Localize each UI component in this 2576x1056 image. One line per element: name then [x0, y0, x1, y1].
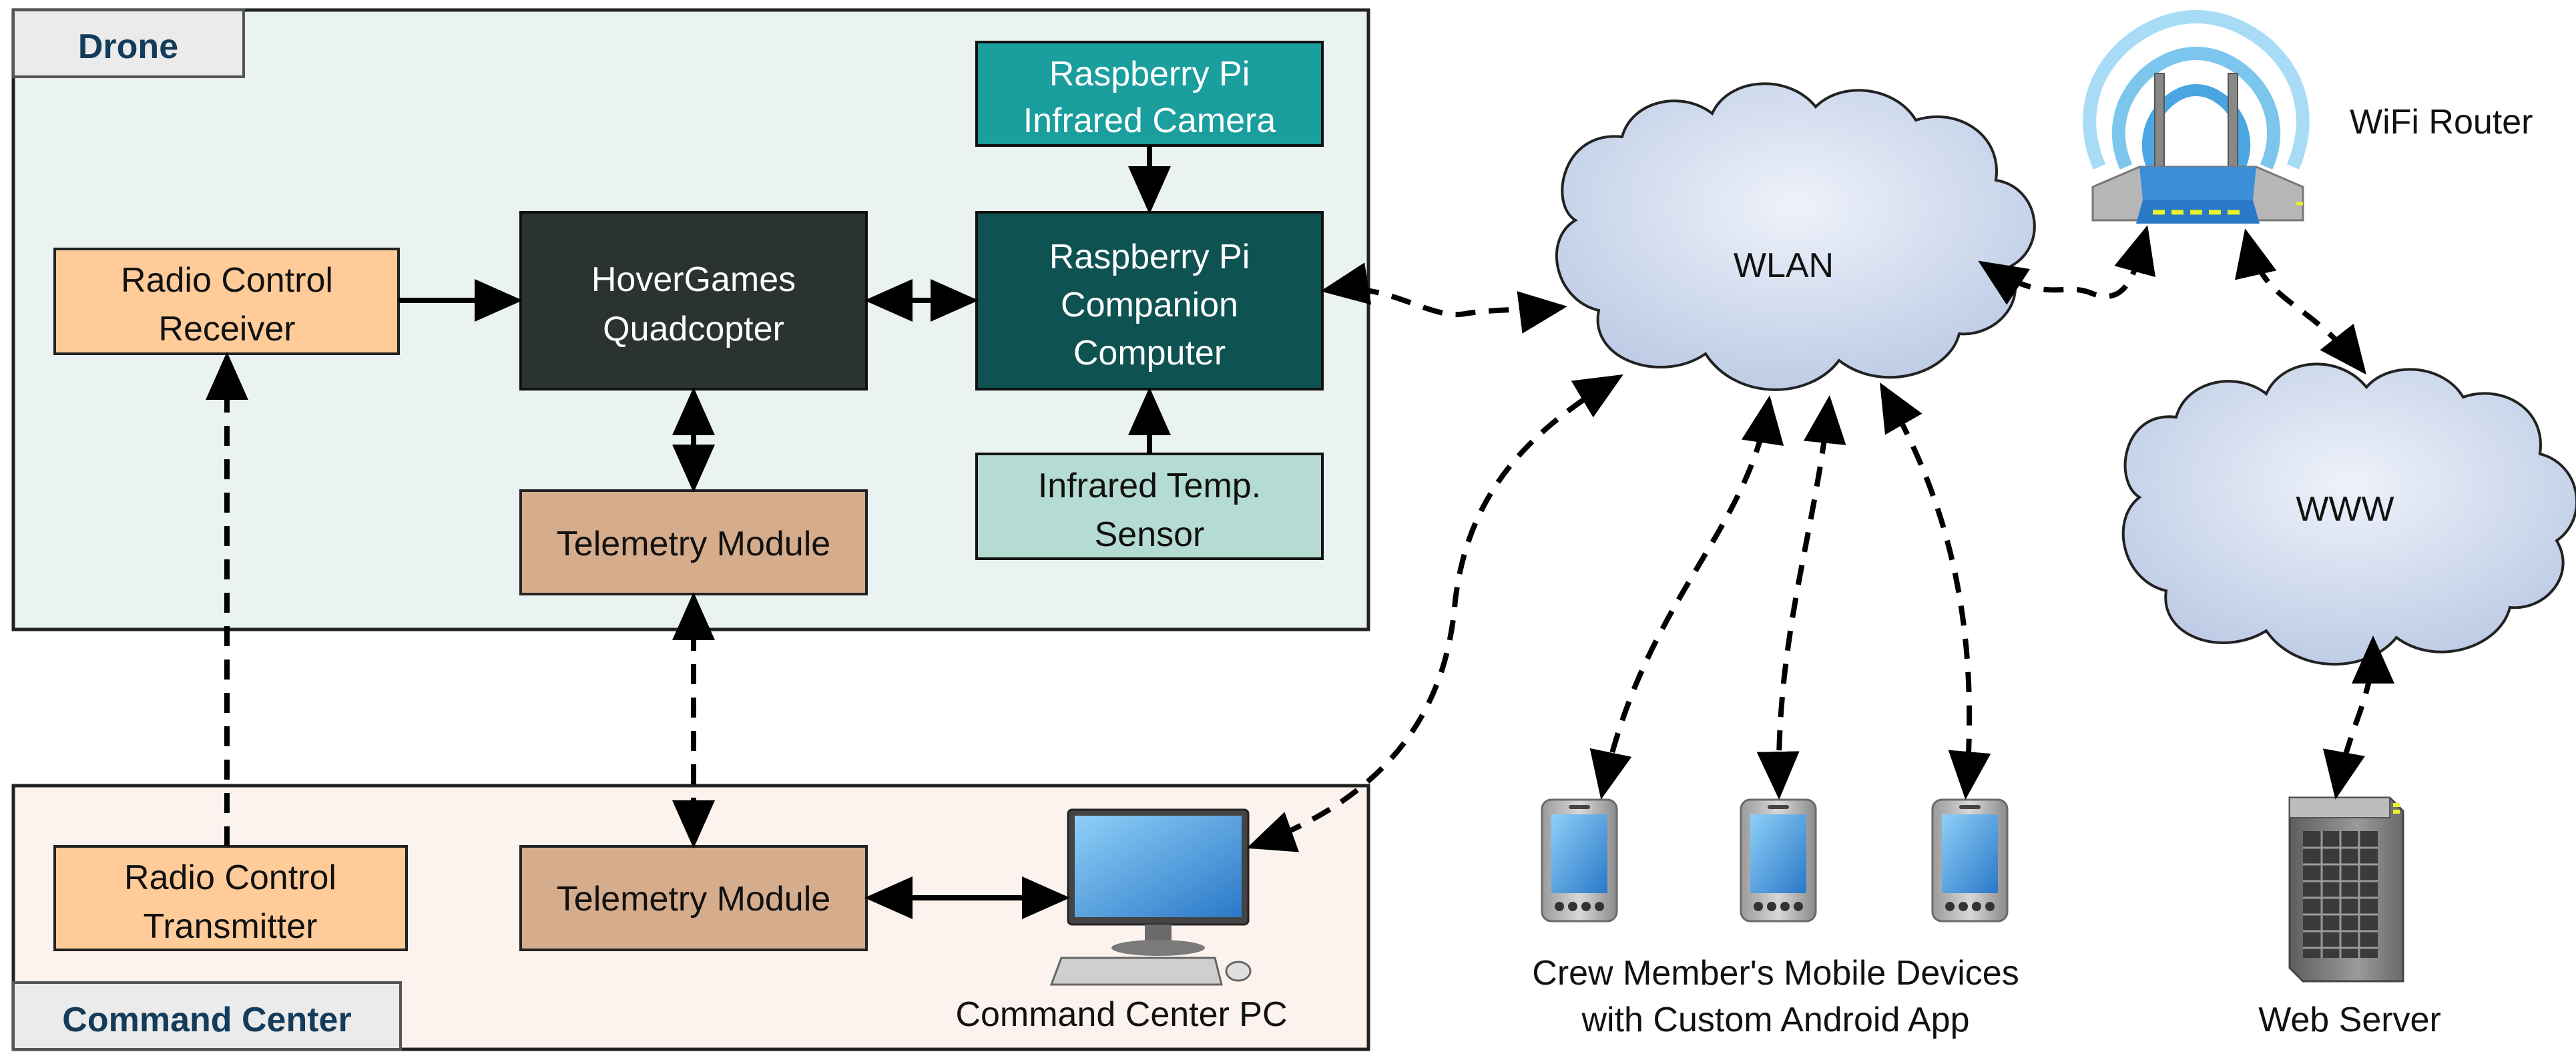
arrow-www-server	[2322, 635, 2394, 800]
rc-receiver-block: Radio Control Receiver	[53, 248, 400, 355]
rc-receiver-label-1: Radio Control	[121, 261, 333, 300]
mobiles-label-2: with Custom Android App	[1581, 1001, 1970, 1039]
sensor-label-2: Sensor	[1095, 515, 1205, 554]
companion-label-2: Companion	[1061, 286, 1238, 324]
telemetry-module-cc-block: Telemetry Module	[519, 845, 868, 951]
connections	[206, 146, 2394, 919]
desktop-computer-icon	[1049, 808, 1252, 986]
server-tower-icon	[2288, 796, 2404, 983]
smartphone-icon	[1740, 798, 1817, 922]
telemetry-module-drone-block: Telemetry Module	[519, 489, 868, 595]
arrow-pc-wlan	[1246, 374, 1623, 852]
arrow-wlan-mobile-1	[1589, 395, 1784, 800]
telemetry-drone-label: Telemetry Module	[557, 525, 830, 563]
wlan-cloud: WLAN	[1555, 82, 2036, 391]
telemetry-cc-label: Telemetry Module	[557, 880, 830, 918]
infrared-sensor-block: Infrared Temp. Sensor	[975, 453, 1324, 560]
wifi-router: WiFi Router	[2083, 9, 2533, 224]
wlan-label: WLAN	[1734, 246, 1834, 285]
quadcopter-label-2: Quadcopter	[603, 310, 784, 348]
drone-panel-title: Drone	[78, 27, 178, 66]
arrow-wlan-mobile-2	[1756, 395, 1846, 800]
command-panel-title: Command Center	[62, 1001, 351, 1039]
www-label: WWW	[2296, 490, 2394, 529]
rc-transmitter-label-2: Transmitter	[144, 907, 318, 946]
camera-block: Raspberry Pi Infrared Camera	[975, 41, 1324, 147]
camera-label-1: Raspberry Pi	[1049, 55, 1250, 93]
command-center-pc: Command Center PC	[955, 808, 1288, 1034]
www-cloud: WWW	[2121, 362, 2576, 666]
mobile-devices: Crew Member's Mobile Devices with Custom…	[1532, 798, 2019, 1039]
rc-receiver-label-2: Receiver	[158, 310, 295, 348]
companion-label-1: Raspberry Pi	[1049, 238, 1250, 276]
wifi-router-icon	[2083, 9, 2310, 224]
pc-label: Command Center PC	[955, 995, 1287, 1034]
camera-label-2: Infrared Camera	[1023, 101, 1276, 140]
arrow-wlan-router	[1978, 225, 2156, 305]
smartphone-icon	[1931, 798, 2009, 922]
quadcopter-block: HoverGames Quadcopter	[519, 211, 868, 390]
mobiles-label-1: Crew Member's Mobile Devices	[1532, 954, 2019, 993]
smartphone-icon	[1541, 798, 1618, 922]
companion-computer-block: Raspberry Pi Companion Computer	[975, 211, 1324, 390]
companion-label-3: Computer	[1073, 334, 1226, 372]
arrow-router-www	[2235, 228, 2366, 375]
web-server-label: Web Server	[2258, 1001, 2441, 1039]
arrow-companion-wlan	[1320, 262, 1567, 334]
arrow-wlan-mobile-3	[1880, 382, 1991, 800]
drone-panel-tab	[12, 9, 245, 78]
wifi-router-label: WiFi Router	[2350, 103, 2533, 142]
quadcopter-label-1: HoverGames	[591, 260, 796, 299]
web-server: Web Server	[2258, 796, 2441, 1039]
rc-transmitter-label-1: Radio Control	[124, 858, 336, 897]
sensor-label-1: Infrared Temp.	[1038, 467, 1261, 505]
command-panel-tab	[12, 981, 402, 1051]
rc-transmitter-block: Radio Control Transmitter	[53, 845, 408, 951]
